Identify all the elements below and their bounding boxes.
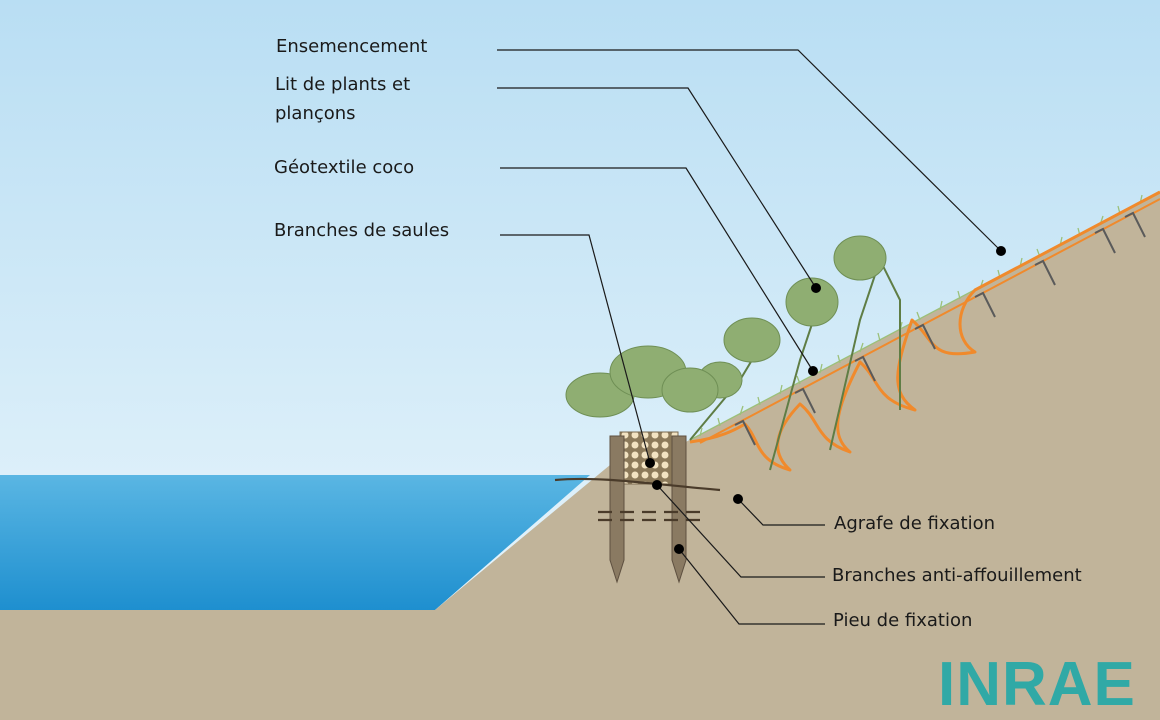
leader-dots	[645, 246, 1006, 554]
leader-ensemencement	[497, 49, 1002, 252]
soil-bank	[0, 192, 1160, 720]
leader-anti-affouillement	[656, 484, 825, 578]
label-branches-saules: Branches de saules	[274, 220, 450, 241]
leader-geotextile	[500, 167, 814, 372]
label-lit-de-plants: Lit de plants et plançons	[275, 74, 411, 124]
label-anti-affouillement: Branches anti-affouillement	[832, 565, 1082, 586]
leader-agrafe	[737, 498, 825, 526]
label-agrafe: Agrafe de fixation	[834, 513, 996, 534]
label-pieu: Pieu de fixation	[833, 610, 973, 631]
water	[0, 475, 590, 610]
leader-lines	[497, 49, 1002, 625]
leader-branches-saules	[500, 234, 651, 464]
label-ensemencement: Ensemencement	[276, 36, 428, 57]
label-geotextile: Géotextile coco	[274, 157, 415, 178]
inrae-logo: INRAE	[938, 650, 1136, 719]
fixing-staples	[734, 211, 1146, 446]
leader-pieu	[678, 548, 825, 625]
anti-scour-branches	[554, 477, 721, 522]
leader-lit-de-plants	[497, 87, 817, 289]
